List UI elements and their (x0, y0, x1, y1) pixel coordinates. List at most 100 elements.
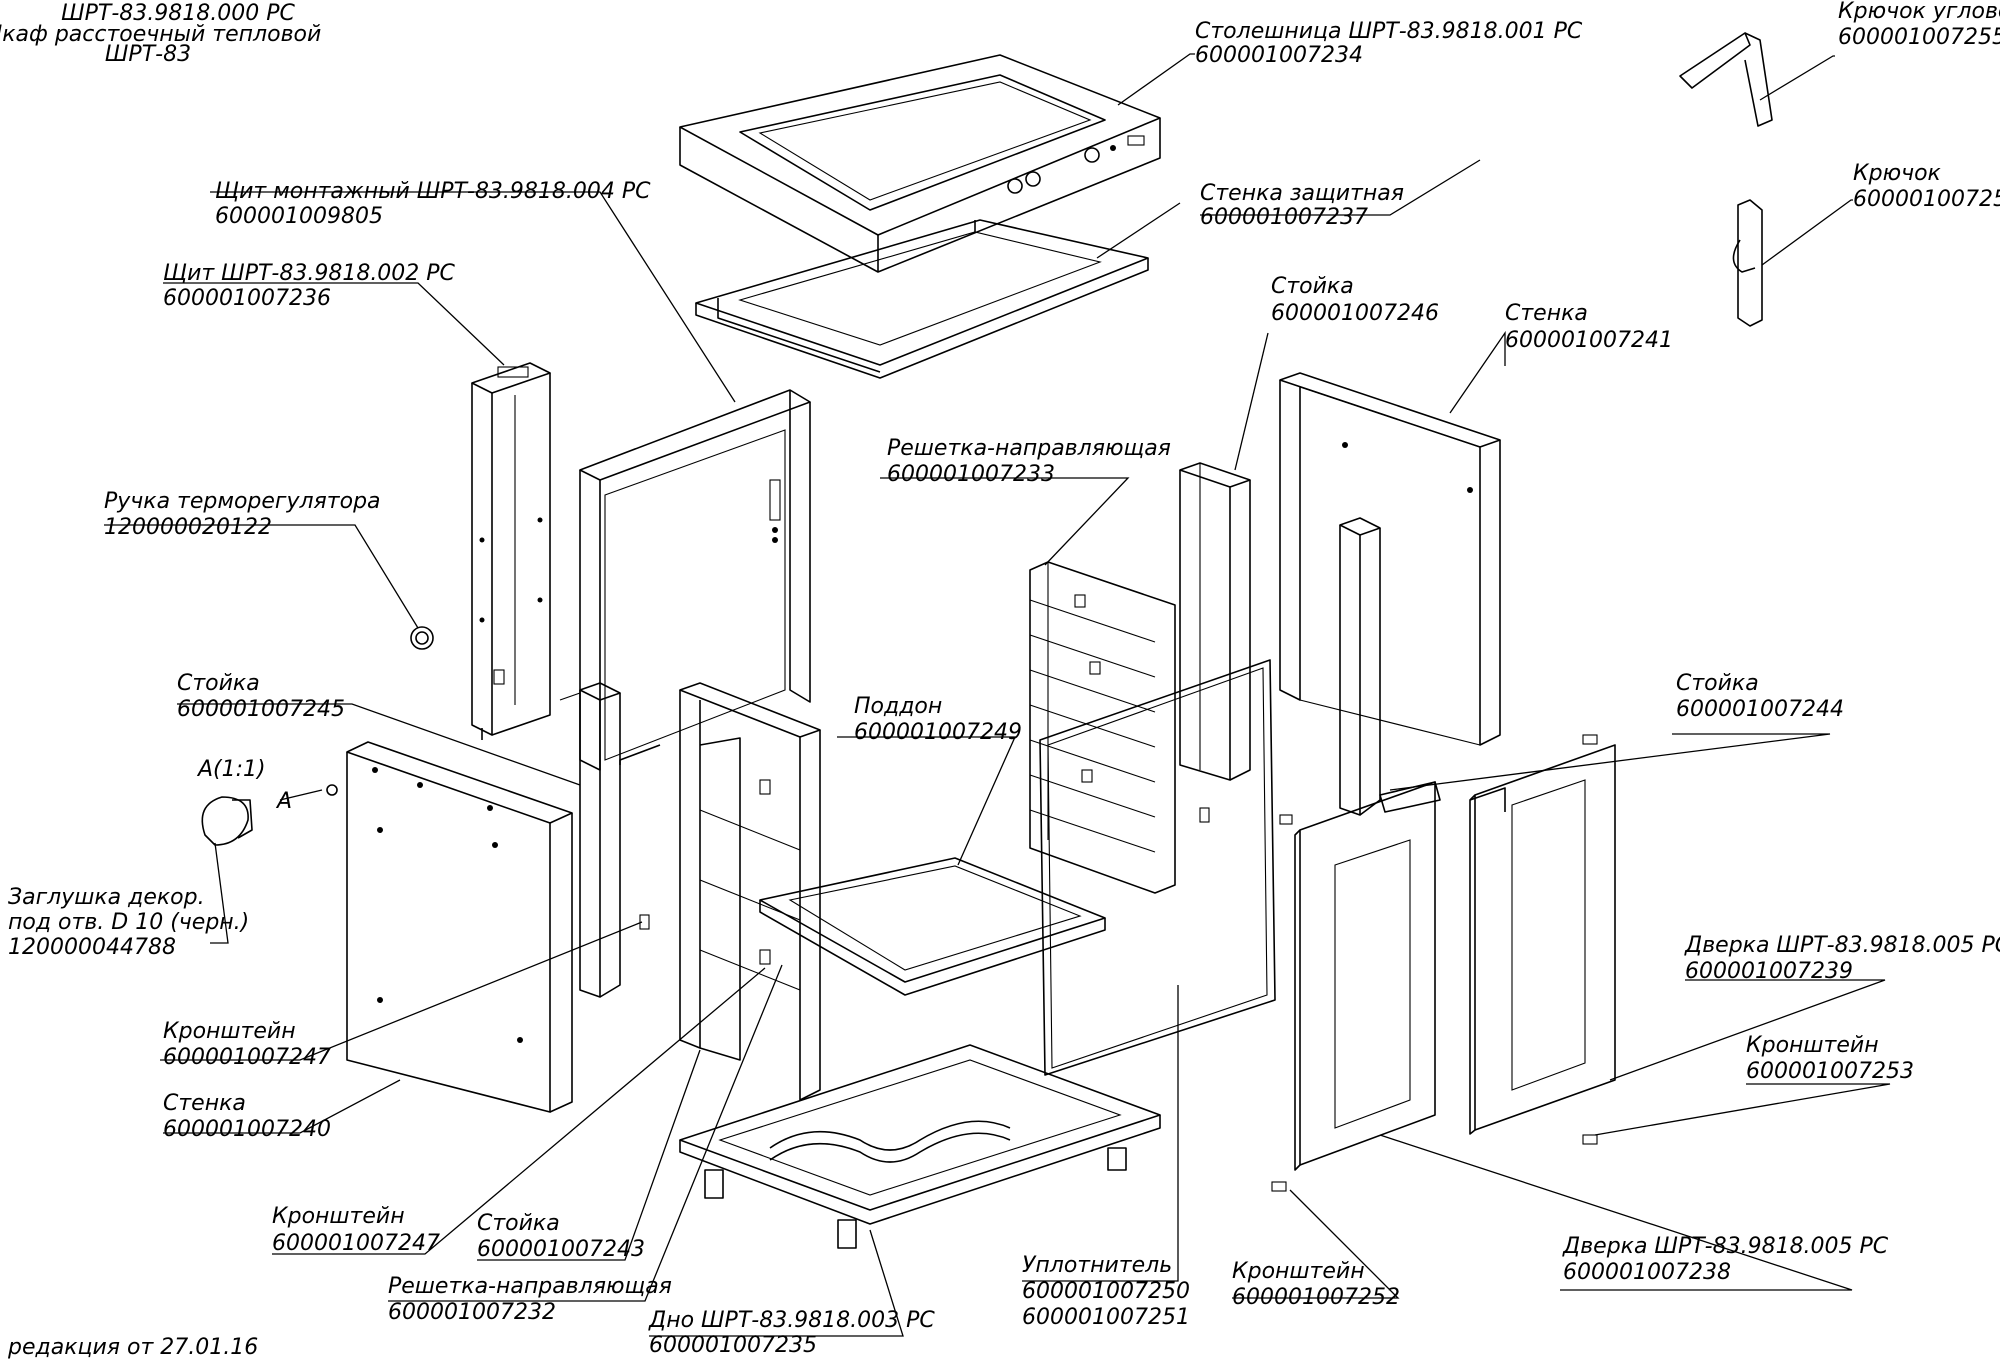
callout-code: 600001007247 (163, 1045, 331, 1070)
callout-name: Кронштейн (1232, 1259, 1365, 1284)
callout-code-2: 600001007251 (1022, 1305, 1190, 1330)
door-1239-part (1469, 734, 1616, 1145)
callout-name: Стойка (1271, 274, 1354, 299)
callout-name: Кронштейн (163, 1019, 296, 1044)
callout-name: Поддон (854, 694, 942, 719)
callout-name: Стойка (177, 671, 260, 696)
callout-control-panel: Щит ШРТ-83.9818.002 РС 600001007236 (163, 261, 456, 311)
callout-countertop: Столешница ШРТ-83.9818.001 РС 6000010072… (1195, 19, 1583, 68)
callout-code: 600001007237 (1200, 205, 1368, 230)
callout-code-1: 600001007250 (1022, 1279, 1190, 1304)
callout-code: 600001007233 (887, 462, 1055, 487)
title-line-2: Шкаф расстоечный тепловой (0, 22, 321, 47)
callout-door-1239: Дверка ШРТ-83.9818.005 РС 600001007239 (1684, 933, 2000, 984)
callout-code: 120000020122 (104, 515, 272, 540)
callout-name: Дверка ШРТ-83.9818.005 РС (1562, 1234, 1889, 1259)
wall-1240-part (346, 741, 650, 1113)
callout-name: Крючок угловой (1838, 0, 2000, 24)
callout-name: Решетка-направляющая (388, 1274, 672, 1299)
callout-name: Дно ШРТ-83.9818.003 РС (648, 1308, 935, 1333)
bottom-part (679, 1044, 1161, 1249)
title-block: ШРТ-83.9818.000 РС Шкаф расстоечный тепл… (0, 1, 321, 67)
callout-code: 600001007245 (177, 697, 345, 722)
callout-tray: Поддон 600001007249 (854, 694, 1022, 745)
callout-protective-wall: Стенка защитная 600001007237 (1200, 181, 1404, 230)
callout-name: Стойка (477, 1211, 560, 1236)
leader-lines (104, 53, 1891, 1337)
callout-post-1245: Стойка 600001007245 (177, 671, 345, 722)
callout-name: Ручка терморегулятора (104, 489, 381, 514)
callout-code: 600001007256 (1853, 187, 2000, 212)
callout-name: Дверка ШРТ-83.9818.005 РС (1684, 933, 2000, 958)
post-1243-part (679, 682, 821, 1101)
control-panel-part (471, 362, 551, 740)
callout-code: 600001007238 (1563, 1260, 1731, 1285)
callout-hook: Крючок 600001007256 (1853, 161, 2000, 212)
callout-guide-grid-1232: Решетка-направляющая 600001007232 (388, 1274, 672, 1325)
callout-code: 600001007241 (1505, 328, 1673, 353)
callout-name: Щит монтажный ШРТ-83.9818.004 РС (215, 179, 651, 204)
title-line-1: ШРТ-83.9818.000 РС (61, 1, 295, 26)
callout-thermostat-knob: Ручка терморегулятора 120000020122 (104, 489, 381, 540)
protective-wall-part (695, 219, 1149, 379)
wall-1241-part (1279, 372, 1501, 746)
decor-plug-part (201, 784, 338, 846)
post-1246-part (1179, 462, 1251, 823)
callout-code: 600001007249 (854, 720, 1022, 745)
callout-code: 600001007239 (1685, 959, 1853, 984)
tray-part (759, 857, 1106, 996)
title-line-3: ШРТ-83 (105, 42, 191, 67)
callout-name: Щит ШРТ-83.9818.002 РС (163, 261, 456, 286)
callout-name: Стенка (1505, 301, 1588, 326)
callout-code: 600001007234 (1195, 43, 1363, 68)
callout-guide-grid-1233: Решетка-направляющая 600001007233 (887, 436, 1171, 487)
detail-marker: А (275, 789, 292, 814)
callout-code: 600001007255 (1838, 25, 2000, 50)
callout-bracket-1253: Кронштейн 600001007253 (1746, 1033, 1914, 1084)
corner-hook-part (1679, 32, 1773, 127)
callout-name: Уплотнитель (1022, 1253, 1172, 1278)
countertop-part (679, 54, 1161, 273)
callout-code: 600001007240 (163, 1117, 331, 1142)
callout-name: Стенка защитная (1200, 181, 1404, 206)
callout-code: 120000044788 (8, 935, 176, 960)
callout-wall-1241: Стенка 600001007241 (1505, 301, 1673, 353)
callout-name: Столешница ШРТ-83.9818.001 РС (1195, 19, 1583, 44)
callout-name: Стойка (1676, 671, 1759, 696)
callout-code: 600001009805 (215, 204, 383, 229)
callout-code: 600001007235 (649, 1333, 817, 1358)
callout-name-line2: под отв. D 10 (черн.) (8, 910, 249, 935)
seal-part (1039, 659, 1276, 1076)
door-1238-part (1271, 781, 1441, 1192)
callout-name: Решетка-направляющая (887, 436, 1171, 461)
thermostat-knob-part (410, 626, 434, 650)
callout-name: Крючок (1853, 161, 1942, 186)
post-1245-part (559, 682, 621, 998)
callout-bracket-1252: Кронштейн 600001007252 (1232, 1259, 1400, 1310)
callout-mounting-panel: Щит монтажный ШРТ-83.9818.004 РС 6000010… (215, 179, 651, 229)
detail-view-label: А(1:1) (196, 757, 266, 782)
callout-code: 600001007252 (1232, 1285, 1400, 1310)
callout-wall-1240: Стенка 600001007240 (163, 1091, 331, 1142)
callout-seal: Уплотнитель 600001007250 600001007251 (1022, 1253, 1190, 1330)
callout-name-line1: Заглушка декор. (8, 885, 205, 910)
callout-bracket-1247a: Кронштейн 600001007247 (163, 1019, 331, 1070)
callout-name: Стенка (163, 1091, 246, 1116)
callout-post-1246: Стойка 600001007246 (1271, 274, 1439, 326)
callout-door-1238: Дверка ШРТ-83.9818.005 РС 600001007238 (1562, 1234, 1889, 1285)
callout-code: 600001007247 (272, 1231, 440, 1256)
callout-corner-hook: Крючок угловой 600001007255 (1838, 0, 2000, 50)
callout-post-1243: Стойка 600001007243 (477, 1211, 645, 1262)
callout-decor-plug: Заглушка декор. под отв. D 10 (черн.) 12… (8, 885, 249, 960)
callout-post-1244: Стойка 600001007244 (1676, 671, 1844, 722)
callout-bracket-1247b: Кронштейн 600001007247 (272, 1204, 440, 1256)
callout-name: Кронштейн (1746, 1033, 1879, 1058)
callout-code: 600001007243 (477, 1237, 645, 1262)
callout-code: 600001007236 (163, 286, 331, 311)
edition-note: редакция от 27.01.16 (7, 1335, 258, 1360)
hook-part (1732, 199, 1763, 327)
callout-code: 600001007232 (388, 1300, 556, 1325)
callout-code: 600001007246 (1271, 301, 1439, 326)
callout-code: 600001007244 (1676, 697, 1844, 722)
